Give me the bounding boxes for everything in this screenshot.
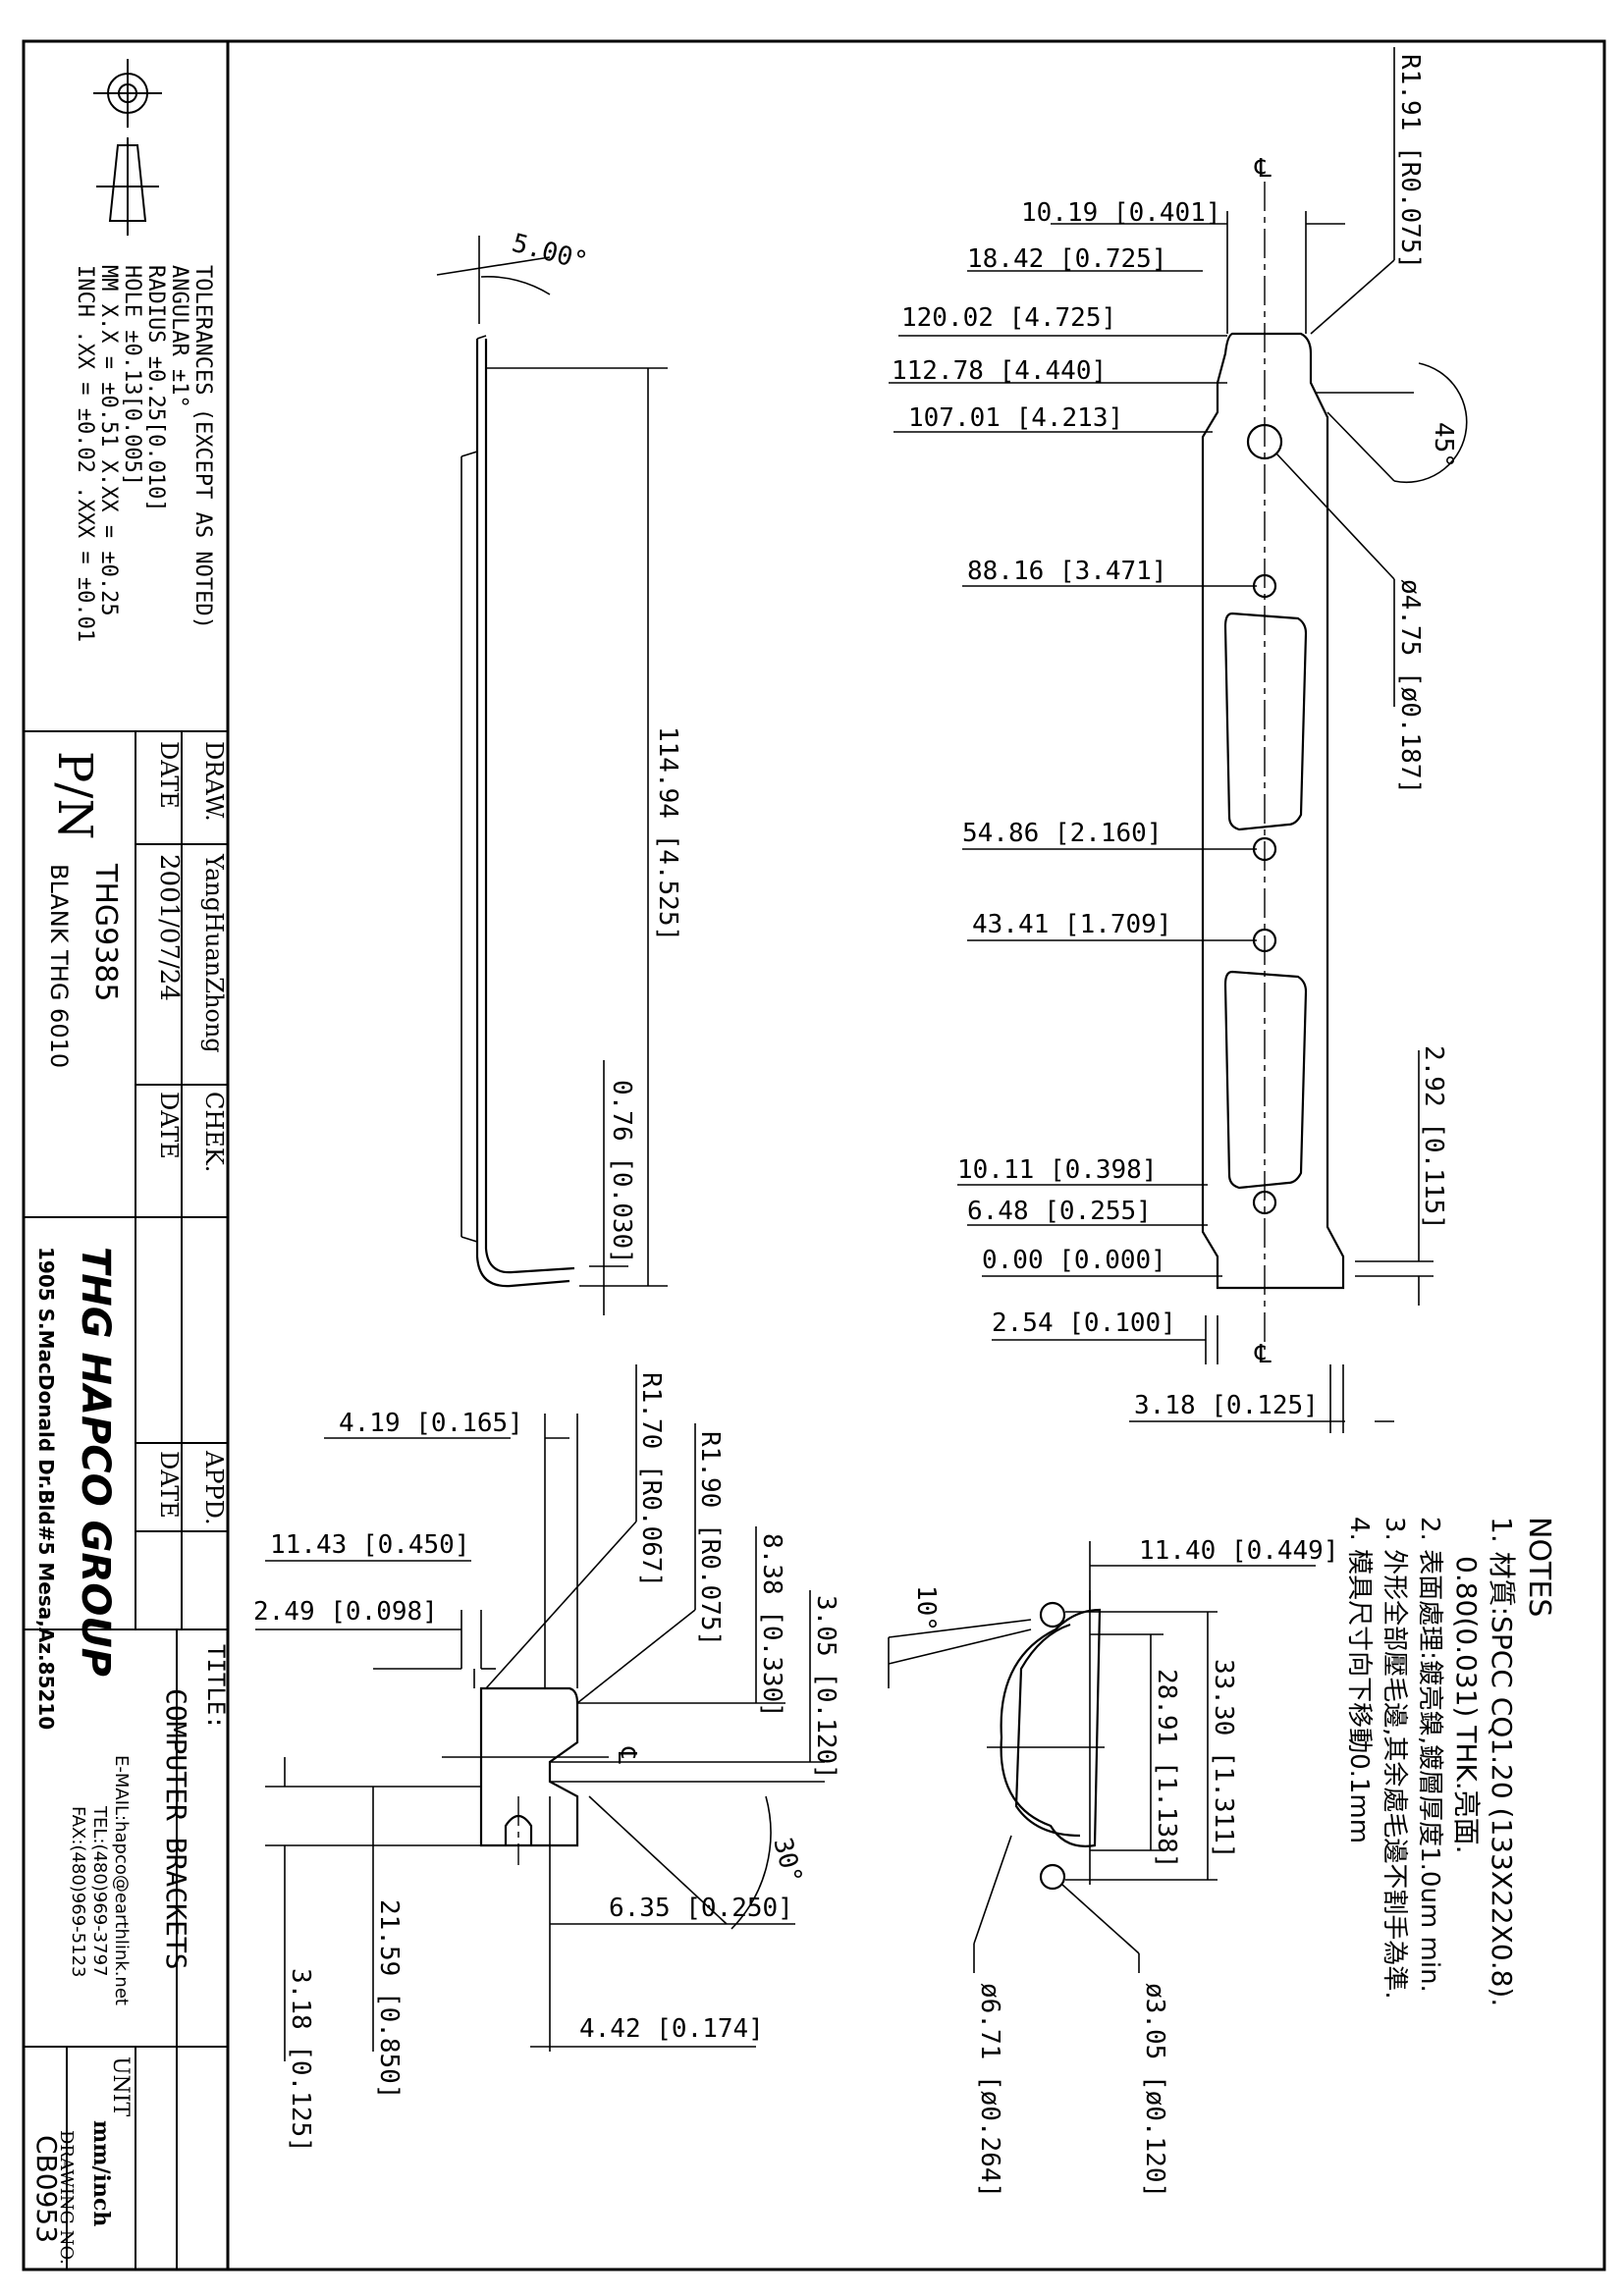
company-fax: FAX:(480)969-5123 — [68, 1806, 88, 1977]
draw-label: DRAW. — [200, 741, 228, 822]
front-dim-10: 6.48 [0.255] — [967, 1197, 1152, 1226]
company-email: E-MAIL:hapco@earthlink.net — [111, 1755, 132, 2005]
drawing-frame — [22, 39, 1606, 2271]
company-address: 1905 S.MacDonald Dr.Bld#5 Mesa,Az.85210 — [34, 1247, 58, 1730]
connector-angle-label: 10° — [911, 1585, 941, 1631]
detail-dim-7: 3.05 [0.120] — [811, 1595, 840, 1780]
connector-dim-3: 28.91 [1.138] — [1152, 1669, 1181, 1869]
detail-dim-10: 21.59 [0.850] — [374, 1899, 404, 2100]
front-dim-7: 54.86 [2.160] — [962, 819, 1163, 848]
top-detail-view: ℄ — [255, 1364, 825, 2061]
detail-radius-1: R1.70 [R0.067] — [636, 1372, 666, 1587]
front-dim-12: 2.54 [0.100] — [992, 1308, 1176, 1338]
side-length-label: 114.94 [4.525] — [653, 726, 682, 941]
company-tel: TEL:(480)969-3797 — [89, 1805, 110, 1977]
appd-date-label: DATE — [155, 1451, 183, 1519]
date-label: DATE — [155, 741, 183, 809]
tolerance-radius: RADIUS ±0.25[0.010] — [143, 265, 168, 512]
title-label: TITLE: — [202, 1644, 230, 1730]
front-centerline-top: ℄ — [1254, 154, 1272, 184]
company-name: THG HAPCO GROUP — [73, 1247, 118, 1677]
detail-dim-12: 4.42 [0.174] — [579, 2014, 764, 2044]
connector-hole-large: ø6.71 [ø0.264] — [975, 1983, 1004, 2198]
blank-value: BLANK THG 6010 — [45, 864, 73, 1068]
front-dim-8: 43.41 [1.709] — [972, 910, 1172, 939]
pn-value: THG9385 — [88, 863, 123, 1001]
title-block-grid — [24, 730, 228, 2269]
detail-dim-1: 4.19 [0.165] — [339, 1409, 523, 1438]
note-2: 2. 表面處理:鍍亮鎳,鍍層厚度1.0um min. — [1415, 1517, 1444, 1993]
front-dim-5: 107.01 [4.213] — [908, 403, 1123, 433]
front-radius-label: R1.91 [R0.075] — [1395, 54, 1425, 269]
side-thickness-label: 0.76 [0.030] — [607, 1080, 636, 1264]
front-dim-2: 18.42 [0.725] — [967, 244, 1167, 274]
chek-label: CHEK. — [200, 1092, 228, 1172]
notes-block: NOTES 1. 材質:SPCC CQ1.20 (133X22X0.8). 0.… — [1344, 1517, 1556, 2006]
front-dim-4: 112.78 [4.440] — [892, 356, 1107, 386]
detail-dim-6: 8.38 [0.330] — [757, 1533, 786, 1718]
draw-value: YangHuanZhong — [200, 853, 228, 1053]
note-3: 3. 外形全部壓毛邊,其余處毛邊不割手為準. — [1380, 1517, 1409, 2000]
detail-dim-9: 6.35 [0.250] — [609, 1894, 793, 1923]
title-value: COMPUTER BRACKETS — [160, 1688, 192, 1970]
front-dim-13: 3.18 [0.125] — [1134, 1391, 1319, 1420]
front-view: ℄ — [889, 47, 1468, 1433]
side-view — [436, 236, 668, 1315]
front-chamfer-label: 45° — [1429, 422, 1458, 468]
front-dim-9: 10.11 [0.398] — [957, 1155, 1158, 1185]
front-dim-11: 0.00 [0.000] — [982, 1246, 1166, 1275]
tolerance-hole: HOLE ±0.13[0.005] — [120, 265, 144, 486]
front-slot-label: 2.92 [0.115] — [1419, 1045, 1448, 1230]
front-dim-1: 10.19 [0.401] — [1021, 198, 1221, 228]
detail-dim-2: 11.43 [0.450] — [270, 1530, 470, 1560]
detail-dim-3: 2.49 [0.098] — [253, 1597, 438, 1627]
notes-heading: NOTES — [1522, 1517, 1556, 1617]
front-centerline-bottom: ℄ — [1254, 1340, 1272, 1369]
detail-angle-30: 30° — [767, 1835, 807, 1887]
tolerance-heading: TOLERANCES (EXCEPT AS NOTED) — [190, 265, 215, 629]
front-dim-3: 120.02 [4.725] — [901, 303, 1116, 333]
note-1: 1. 材質:SPCC CQ1.20 (133X22X0.8). — [1486, 1517, 1518, 2006]
unit-value: mm/inch — [88, 2120, 114, 2226]
connector-detail-view — [888, 1541, 1316, 1973]
connector-dim-2: 33.30 [1.311] — [1209, 1659, 1238, 1859]
drawing-no-value: CB0953 — [30, 2135, 63, 2243]
detail-dim-11: 3.18 [0.125] — [286, 1968, 315, 2153]
date-value: 2001/07/24 — [154, 854, 184, 1001]
projection-symbol-icon — [93, 59, 162, 236]
tolerance-mm: MM X.X = ±0.51 X.XX = ±0.25 — [96, 265, 121, 616]
connector-dim-1: 11.40 [0.449] — [1139, 1536, 1339, 1566]
tolerance-block: TOLERANCES (EXCEPT AS NOTED) ANGULAR ±1°… — [73, 265, 215, 642]
drawing-no-label: DRAWING NO. — [56, 2130, 77, 2265]
connector-hole-small: ø3.05 [ø0.120] — [1140, 1983, 1169, 2198]
chek-date-label: DATE — [155, 1092, 183, 1159]
detail-centerline-icon: ℄ — [612, 1746, 641, 1764]
note-1b: 0.80(0.031) THK.亮面. — [1450, 1556, 1483, 1854]
tolerance-inch: INCH .XX = ±0.02 .XXX = ±0.01 — [73, 265, 97, 642]
tolerance-angular: ANGULAR ±1° — [167, 265, 191, 408]
unit-label: UNIT — [108, 2056, 133, 2116]
note-4: 4. 模具尺寸向下移動0.1mm — [1344, 1517, 1374, 1843]
side-angle-label: 5.00° — [509, 229, 590, 277]
front-hole-label: ø4.75 [ø0.187] — [1395, 579, 1425, 794]
detail-radius-2: R1.90 [R0.075] — [695, 1431, 725, 1646]
appd-label: APPD. — [200, 1450, 228, 1525]
front-dim-6: 88.16 [3.471] — [967, 557, 1167, 586]
pn-label: P/N — [47, 751, 102, 839]
